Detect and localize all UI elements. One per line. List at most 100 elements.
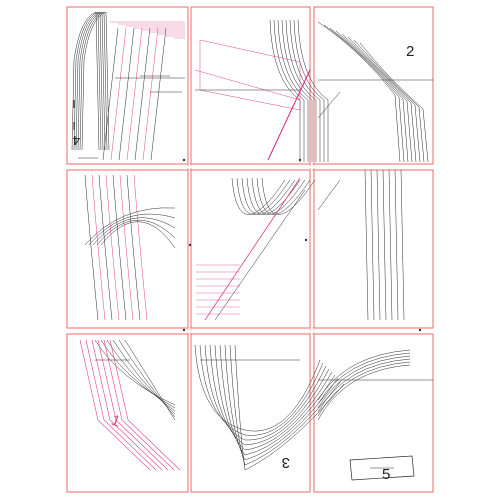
- registration-mark: [182, 158, 186, 162]
- piece-1-lower-curve: [94, 339, 176, 406]
- page-tiles: [66, 6, 434, 493]
- piece-lower-right-curve: [317, 358, 411, 413]
- piece-3-u-curve: [224, 344, 339, 461]
- piece-1-upper-line: [150, 27, 167, 161]
- piece-1-mid-line: [84, 174, 99, 321]
- piece-3-u-curve: [229, 344, 342, 466]
- piece-1-curve: [92, 217, 176, 246]
- piece-1-mid-line: [91, 174, 106, 321]
- piece-4-outline: [75, 11, 104, 151]
- piece-2-pink-block: [199, 39, 301, 111]
- piece-1-lower-pink: [79, 339, 151, 471]
- piece-2-lower-line: [394, 169, 399, 321]
- piece-number-5: 5: [382, 466, 390, 483]
- piece-3-u-curve: [214, 344, 333, 451]
- piece-1-curve: [100, 221, 176, 249]
- piece-2-lower-line: [388, 169, 393, 321]
- piece-2-curve: [277, 19, 309, 162]
- piece-2-curve: [281, 19, 313, 162]
- page-tile-2-1: [190, 333, 311, 493]
- piece-1-label-line: [140, 75, 182, 93]
- piece-2-notch: [317, 91, 341, 119]
- piece-3-u-curve: [209, 344, 330, 446]
- piece-3-u-curve: [234, 344, 345, 471]
- piece-lower-right-curve: [317, 364, 411, 421]
- page-tile-1-1: [190, 169, 311, 329]
- piece-lower-right-curve: [317, 349, 411, 401]
- piece-2-side: [323, 24, 405, 163]
- piece-3-diagonal: [204, 177, 301, 321]
- piece-3-diagonal: [214, 189, 306, 321]
- pattern-lines: [71, 11, 433, 481]
- piece-2-lower-line: [370, 169, 375, 321]
- piece-number-2: 2: [406, 43, 414, 60]
- page-tile-0-1: [190, 6, 311, 165]
- piece-1-mid-line: [112, 174, 127, 321]
- piece-2-side: [341, 33, 417, 163]
- piece-lower-right-curve: [317, 355, 411, 409]
- piece-1-lower-pink: [97, 339, 169, 471]
- piece-2-lower-line: [376, 169, 381, 321]
- piece-3-top-curve: [261, 177, 316, 215]
- piece-3-top-curve: [246, 177, 301, 215]
- piece-1-upper-line: [110, 27, 127, 161]
- piece-1-upper-line: [118, 27, 135, 161]
- registration-mark: [298, 158, 302, 162]
- piece-2-notch: [317, 179, 341, 211]
- piece-1-mid-line: [126, 174, 141, 321]
- piece-1-lower-pink: [85, 339, 157, 471]
- piece-1-lower-pink: [109, 339, 181, 471]
- piece-2-lower-line: [400, 169, 405, 321]
- piece-4-outline: [77, 11, 106, 151]
- piece-2-curve: [285, 19, 317, 162]
- piece-1-lower-pink: [103, 339, 175, 471]
- piece-1-lower-curve: [112, 339, 176, 415]
- piece-2-side: [347, 36, 421, 163]
- registration-mark: [418, 328, 422, 332]
- piece-3-u-curve: [194, 344, 321, 432]
- piece-2-side: [329, 27, 409, 163]
- piece-1-lower-curve: [124, 339, 176, 421]
- piece-lower-right-curve: [317, 352, 411, 405]
- piece-3-u-curve: [219, 344, 336, 456]
- registration-mark: [182, 328, 186, 332]
- piece-3-top-curve: [236, 177, 291, 215]
- piece-number-4: 4: [73, 133, 80, 148]
- piece-2-pink-line: [194, 69, 301, 101]
- piece-4-outline: [79, 11, 108, 151]
- piece-1-lower-pink: [91, 339, 163, 471]
- piece-1-upper-line: [102, 27, 119, 161]
- piece-5-outline: [349, 455, 415, 481]
- piece-1-mid-line: [105, 174, 120, 321]
- piece-1-lower-curve: [106, 339, 176, 412]
- piece-2-side: [335, 30, 413, 163]
- piece-1-lower-curve: [100, 339, 176, 409]
- piece-2-curve: [269, 19, 301, 162]
- piece-3-top-curve: [231, 177, 286, 215]
- piece-2-curve: [293, 19, 325, 162]
- piece-3-top-curve: [251, 177, 306, 215]
- piece-1-upper-line: [142, 27, 159, 161]
- page-tile-2-0: [66, 333, 189, 493]
- piece-2-side: [359, 42, 429, 163]
- piece-3-u-curve: [199, 344, 324, 436]
- piece-1-upper-line: [134, 27, 151, 161]
- piece-2-lower-line: [382, 169, 387, 321]
- piece-3-u-curve: [204, 344, 327, 441]
- piece-2-curve: [273, 19, 305, 162]
- piece-1-mid-line: [119, 174, 134, 321]
- piece-number-3: 3: [282, 454, 290, 471]
- grain-line-2: [267, 69, 311, 161]
- piece-1-curve: [88, 213, 176, 246]
- piece-1-lower-curve: [118, 339, 176, 418]
- piece-4-outline: [73, 11, 102, 151]
- piece-2-side: [353, 39, 425, 163]
- piece-3-top-curve: [256, 177, 311, 215]
- piece-2-side: [317, 21, 401, 163]
- registration-mark: [188, 243, 192, 247]
- piece-1-mid-line: [133, 174, 148, 321]
- piece-number-1: 1: [109, 412, 123, 431]
- registration-mark: [304, 238, 308, 242]
- piece-4-outline: [71, 11, 100, 151]
